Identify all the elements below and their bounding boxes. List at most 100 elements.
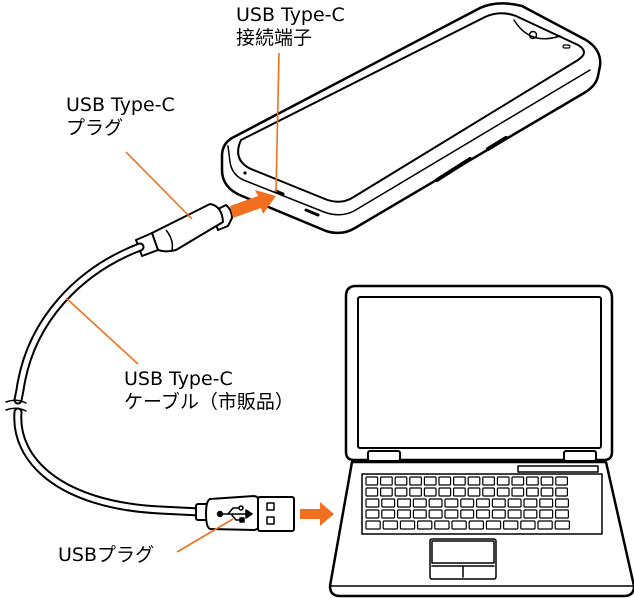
keyboard-key [537,520,553,530]
keyboard-key [520,520,536,530]
keyboard-key [399,520,416,530]
leader-usb-c-cable [65,297,139,365]
usb-a-plug-housing [205,495,261,531]
keyboard-key [507,498,522,508]
laptop-lid [344,284,614,462]
keyboard-key [397,509,412,519]
keyboard-key [491,498,506,508]
keyboard-key [467,476,481,486]
keyboard-key [523,509,538,519]
usb-a-plug [195,495,295,532]
keyboard-key [428,509,443,519]
keyboard-key [380,476,393,486]
usb-c-plug-seam [165,229,174,251]
keyboard-key [380,487,393,497]
keyboard-key [438,487,452,497]
side-button-1 [435,157,472,182]
usb-icon [216,505,253,523]
keyboard-key [525,476,539,486]
keyboard-key [453,487,466,497]
touchpad [429,538,497,580]
usb-plug-label-line1: USBプラグ [58,544,155,566]
keyboard-key [496,487,510,497]
keyboard-key [365,520,381,530]
keyboard-key [434,520,450,530]
keyboard-key [365,476,379,486]
keyboard-key [525,487,539,497]
bottom-port-slot [274,189,285,196]
keyboard-key [482,476,495,486]
keyboard-key [540,487,554,497]
keyboard-key [381,509,396,519]
keyboard-key [409,487,422,497]
arrow-right-icon [230,190,276,218]
usb-c-port-label: USB Type-C 接続端子 [236,4,345,50]
keyboard-key [365,487,379,497]
keyboard-key [539,498,554,508]
keyboard-key [496,476,510,486]
arrow-right-icon [300,502,334,526]
keyboard-key [460,498,475,508]
keyboard-key [409,476,422,486]
keyboard-key [365,498,380,508]
keyboard-key [555,476,568,486]
front-camera-icon [528,30,538,40]
laptop-screen [357,296,602,449]
keyboard-key [482,487,495,497]
usb-a-metal-shell [257,496,295,532]
usb-c-port-label-line1: USB Type-C [236,4,345,26]
keyboard-key [476,509,491,519]
usb-c-cable-label-line2: ケーブル（市販品） [124,391,294,413]
keyboard-key [511,476,525,486]
leader-lines [65,52,280,553]
phone-side-edge [227,69,591,216]
keyboard-key [468,520,485,530]
hinge-left [367,450,401,462]
keyboard-key [554,498,569,508]
usb-c-cable-label-line1: USB Type-C [124,368,233,390]
keyboard-key [476,498,491,508]
keyboard-key [394,487,408,497]
smartphone [220,2,602,235]
leader-usb-plug [176,518,234,553]
keyboard-key [382,520,399,530]
side-button-2 [486,136,508,151]
keyboard-key [511,487,525,497]
hinge-right [563,450,597,462]
keyboard-key [540,476,554,486]
keyboard-key [397,498,412,508]
keyboard-key [539,509,554,519]
keyboard-key [417,520,433,530]
keyboard-key [491,509,506,519]
usb-c-plug-housing [149,203,224,253]
keyboard-key [460,509,475,519]
phone-screen [237,12,585,203]
keyboard-key [453,476,466,486]
speaker-grille [517,465,599,473]
usb-c-plug-label-line1: USB Type-C [66,94,175,116]
usb-c-cable [5,242,205,517]
usb-c-cable-label: USB Type-C ケーブル（市販品） [124,368,294,414]
keyboard-area [361,473,603,535]
keyboard-key [423,487,437,497]
keyboard-key [423,476,437,486]
sensor [562,44,571,49]
keyboard-key [507,509,522,519]
keyboard-key [503,520,519,530]
keyboard-key [523,498,538,508]
keyboard-key [485,520,502,530]
keyboard-key [412,509,427,519]
keyboard-key [428,498,443,508]
laptop [328,284,634,598]
usb-plug-label: USBプラグ [58,544,154,567]
usb-c-plug-label-line2: プラグ [66,117,124,139]
leader-usb-c-port [275,52,280,193]
keyboard-key [444,509,459,519]
keyboard-key [554,509,569,519]
mic-hole [243,171,247,175]
leader-usb-c-plug [125,151,193,220]
keyboard-key [467,487,481,497]
speaker-slot [304,208,320,217]
keyboard-key [451,520,467,530]
